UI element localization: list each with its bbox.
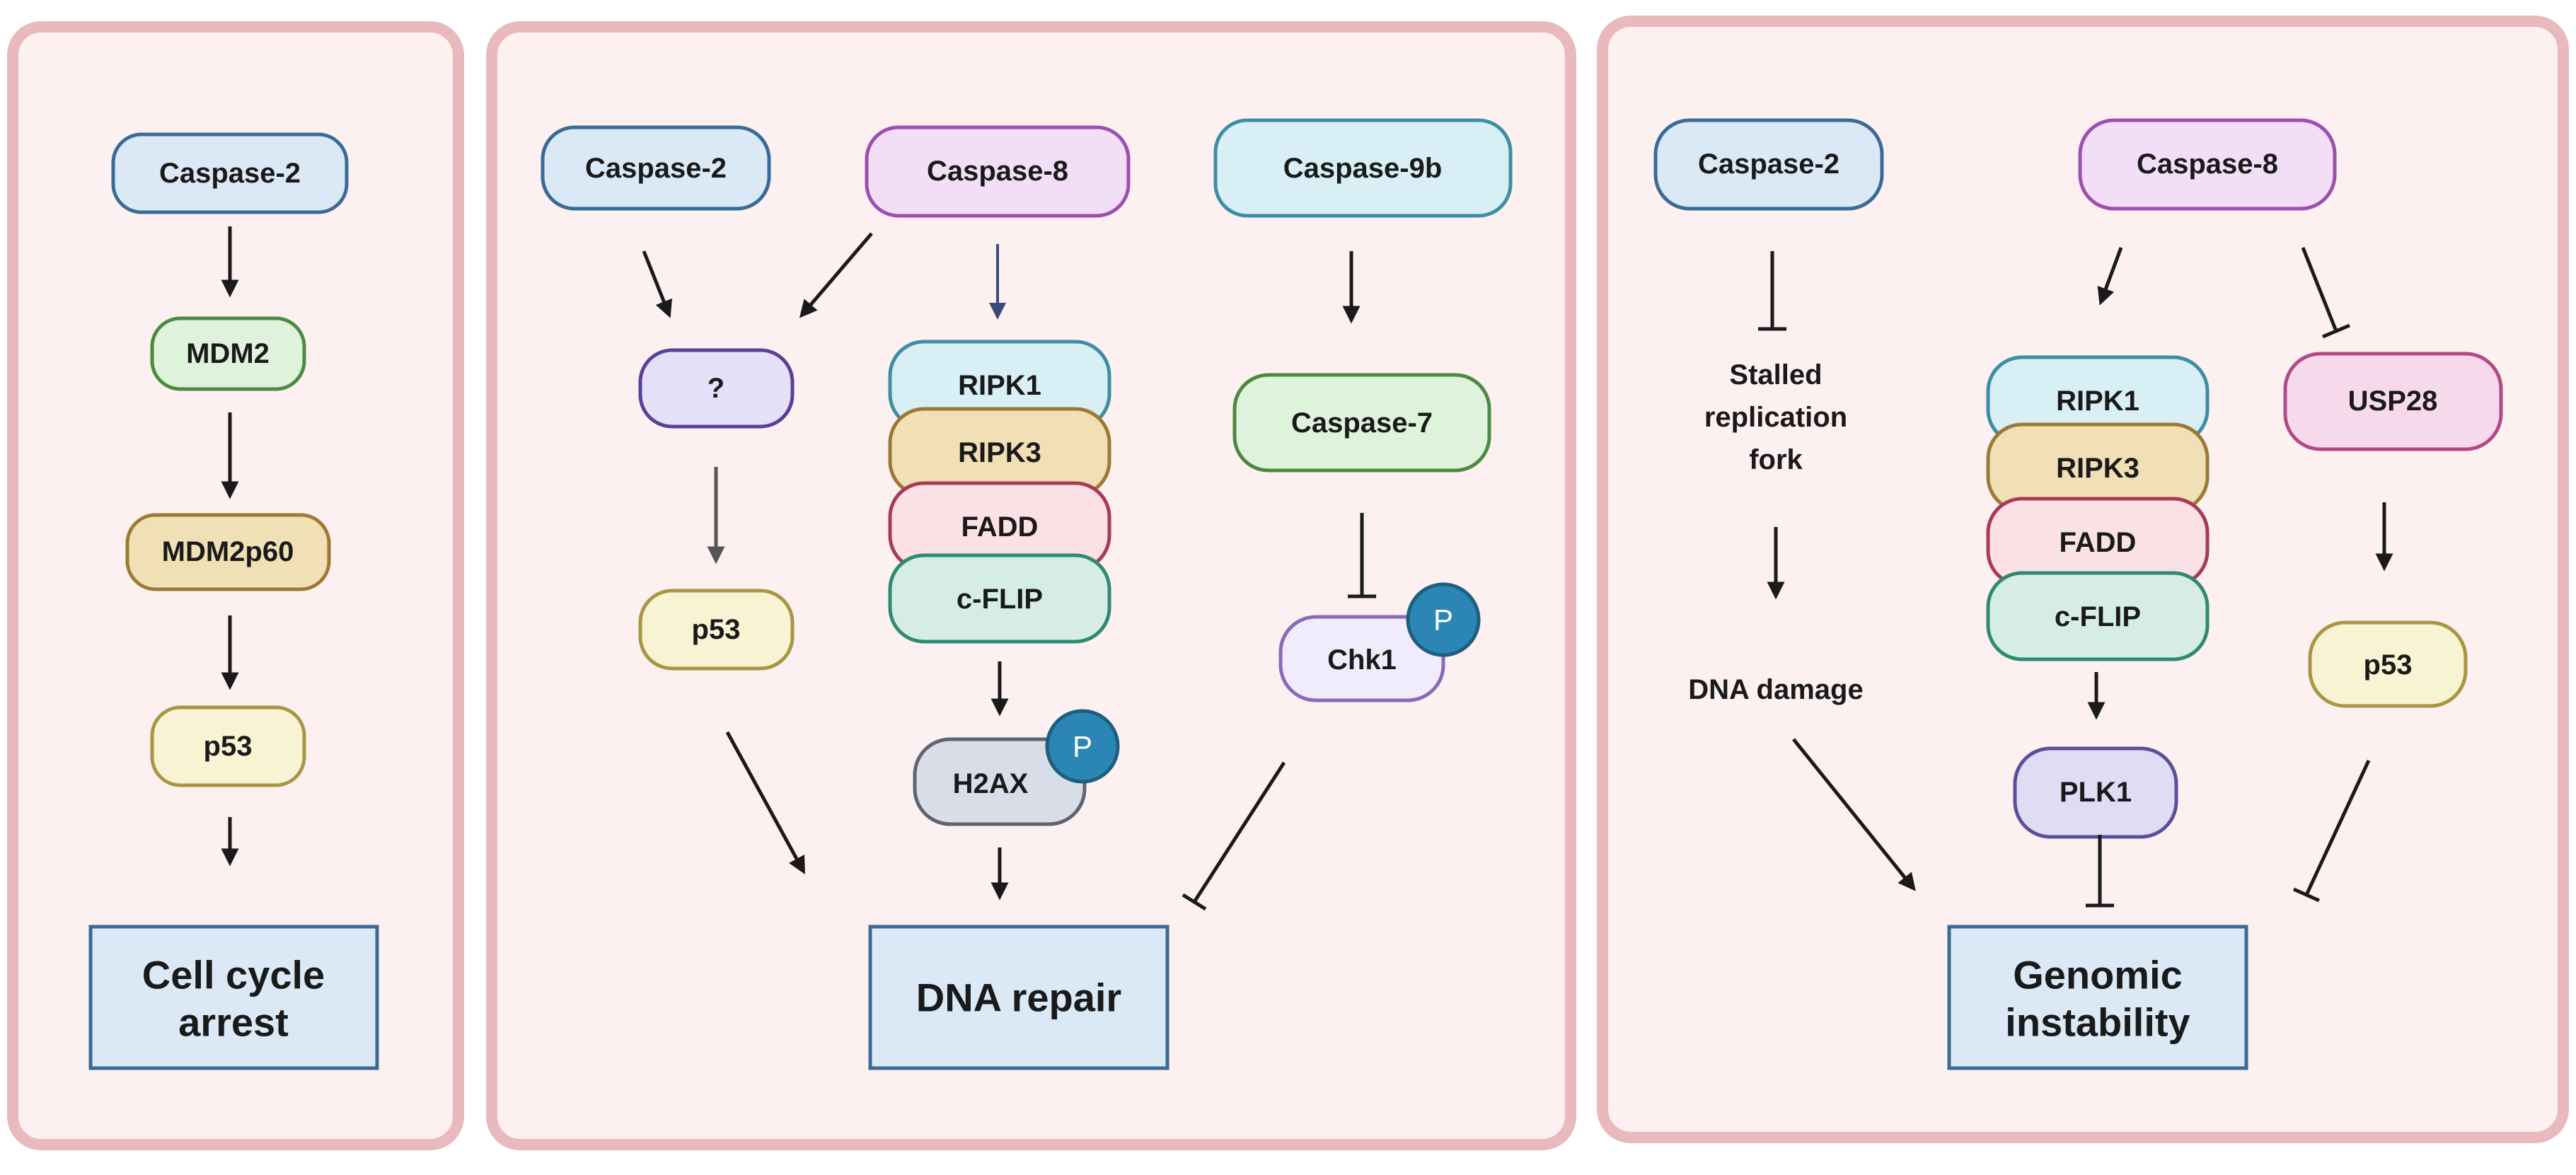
panel-genomic-instability: Caspase-2 Caspase-8 Stalled replication …	[1597, 16, 2569, 1143]
inhibit-chk1-to-dna-repair	[1182, 761, 1286, 911]
svg-text:Caspase-7: Caspase-7	[1291, 407, 1433, 439]
label-dna-damage: DNA damage	[1688, 674, 1863, 705]
svg-text:P: P	[1073, 730, 1092, 763]
phosphate-badge: P	[1406, 582, 1481, 657]
node-h2ax: H2AX P	[913, 709, 1120, 826]
node-c-flip: c-FLIP	[888, 553, 1111, 644]
arrow-caspase8-to-question	[799, 232, 873, 318]
svg-text:p53: p53	[692, 614, 741, 645]
svg-text:USP28: USP28	[2348, 386, 2438, 417]
inhibit-caspase2-to-stalled-fork	[1758, 251, 1786, 331]
panel-dna-repair: Caspase-2 Caspase-8 Caspase-9b ? p53 RIP…	[486, 21, 1576, 1150]
node-mdm2: MDM2	[150, 316, 306, 391]
inhibit-plk1-to-genomic-instability	[2086, 835, 2114, 908]
svg-text:c-FLIP: c-FLIP	[957, 584, 1043, 615]
svg-text:Chk1: Chk1	[1327, 644, 1397, 676]
node-usp28: USP28	[2283, 352, 2503, 451]
svg-text:?: ?	[707, 373, 724, 404]
svg-text:fork: fork	[1749, 444, 1803, 475]
svg-text:PLK1: PLK1	[2060, 777, 2132, 808]
svg-text:FADD: FADD	[961, 511, 1039, 543]
svg-text:RIPK3: RIPK3	[958, 437, 1041, 468]
node-p53: p53	[150, 705, 306, 787]
arrow-dna-damage-to-genomic-instability	[1792, 738, 1916, 891]
svg-text:c-FLIP: c-FLIP	[2055, 601, 2141, 632]
phosphate-badge: P	[1045, 709, 1120, 784]
arrow-caspase2-to-question	[642, 250, 672, 318]
svg-text:RIPK3: RIPK3	[2056, 453, 2139, 484]
svg-text:RIPK1: RIPK1	[958, 370, 1041, 401]
svg-text:Caspase-2: Caspase-2	[1698, 149, 1839, 180]
node-caspase-8: Caspase-8	[865, 125, 1131, 218]
svg-text:MDM2: MDM2	[186, 338, 270, 369]
svg-text:RIPK1: RIPK1	[2056, 386, 2139, 417]
svg-text:Caspase-8: Caspase-8	[2137, 149, 2278, 180]
node-plk1: PLK1	[2013, 746, 2178, 839]
outcome-dna-repair: DNA repair	[868, 925, 1169, 1070]
arrow-p53-to-dna-repair	[725, 731, 806, 874]
node-caspase-2: Caspase-2	[541, 125, 771, 211]
svg-text:Caspase-8: Caspase-8	[927, 156, 1068, 187]
outcome-genomic-instability: Genomic instability	[1947, 925, 2248, 1070]
svg-text:instability: instability	[2005, 1000, 2190, 1045]
inhibit-p53-to-genomic-instability	[2292, 759, 2371, 903]
svg-text:arrest: arrest	[178, 1000, 289, 1045]
svg-text:Caspase-2: Caspase-2	[585, 153, 727, 184]
node-ripk3: RIPK3	[888, 407, 1111, 497]
svg-text:Caspase-2: Caspase-2	[159, 158, 301, 189]
complex-ripk1-ripk3-fadd-cflip: RIPK1 RIPK3 FADD c-FLIP	[1986, 355, 2210, 661]
svg-text:p53: p53	[204, 731, 253, 762]
svg-text:DNA repair: DNA repair	[916, 976, 1121, 1020]
node-c-flip: c-FLIP	[1986, 571, 2210, 661]
node-fadd: FADD	[1986, 497, 2210, 587]
node-fadd: FADD	[888, 481, 1111, 572]
node-caspase-9b: Caspase-9b	[1213, 118, 1513, 218]
svg-text:Cell cycle: Cell cycle	[142, 953, 325, 997]
node-p53: p53	[638, 589, 795, 671]
svg-text:H2AX: H2AX	[953, 768, 1029, 799]
label-stalled-replication-fork: Stalled replication fork	[1704, 359, 1847, 475]
node-unknown: ?	[638, 348, 795, 429]
node-caspase-2: Caspase-2	[111, 132, 349, 214]
node-ripk3: RIPK3	[1986, 422, 2210, 513]
svg-text:FADD: FADD	[2060, 527, 2137, 558]
svg-text:MDM2p60: MDM2p60	[162, 536, 294, 567]
arrow-caspase8-to-complex	[2097, 247, 2123, 306]
node-caspase-8: Caspase-8	[2078, 118, 2337, 211]
outcome-cell-cycle-arrest: Cell cycle arrest	[88, 925, 379, 1070]
svg-text:p53: p53	[2364, 649, 2413, 681]
node-p53: p53	[2308, 620, 2468, 708]
svg-text:Caspase-9b: Caspase-9b	[1283, 153, 1443, 184]
panel-cell-cycle-arrest: Caspase-2 MDM2 MDM2p60 p53 Cell cycle ar…	[7, 21, 464, 1150]
svg-text:Stalled: Stalled	[1729, 359, 1822, 390]
svg-text:P: P	[1433, 603, 1453, 637]
inhibit-caspase7-to-chk1	[1348, 513, 1376, 598]
inhibit-caspase8-to-usp28	[2301, 247, 2350, 339]
node-caspase-7: Caspase-7	[1232, 373, 1491, 473]
node-caspase-2: Caspase-2	[1653, 118, 1884, 211]
node-chk1: Chk1 P	[1278, 582, 1481, 702]
svg-text:Genomic: Genomic	[2013, 953, 2183, 997]
node-mdm2p60: MDM2p60	[125, 513, 331, 591]
complex-ripk1-ripk3-fadd-cflip: RIPK1 RIPK3 FADD c-FLIP	[888, 340, 1111, 644]
svg-text:replication: replication	[1704, 402, 1847, 433]
